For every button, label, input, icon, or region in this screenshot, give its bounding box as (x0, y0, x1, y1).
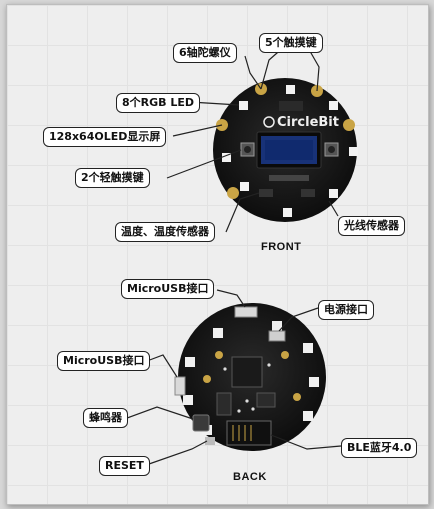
label-reset: RESET (99, 456, 150, 476)
main-chip (231, 356, 263, 388)
back-leader-lines (126, 289, 342, 465)
label-usb-top: MicroUSB接口 (121, 279, 215, 299)
label-oled: 128x64OLED显示屏 (43, 127, 167, 147)
front-board: CircleBit (213, 78, 358, 222)
micro-usb-top (234, 306, 258, 318)
label-temp-sensor: 温度、温度传感器 (115, 222, 215, 242)
ble-module (226, 420, 272, 446)
back-board (174, 303, 326, 451)
label-buzzer: 蜂鸣器 (83, 408, 128, 428)
reset-button (205, 437, 215, 445)
edge-led (185, 357, 195, 367)
caption-back: BACK (233, 471, 267, 483)
label-touch5: 5个触摸键 (259, 33, 323, 53)
board-drawing: CircleBit (126, 45, 358, 465)
caption-front: FRONT (261, 241, 302, 253)
label-gyro: 6轴陀螺仪 (173, 43, 237, 63)
power-connector (268, 330, 286, 342)
label-ble: BLE蓝牙4.0 (341, 438, 418, 458)
product-diagram-card: CircleBit (6, 4, 429, 505)
touch-pad (227, 187, 239, 199)
rgb-led (222, 153, 231, 162)
board-logo-text: CircleBit (277, 115, 339, 130)
rgb-led (283, 208, 292, 217)
edge-led (303, 343, 313, 353)
buzzer (192, 414, 210, 432)
edge-led (309, 377, 319, 387)
rgb-led (239, 101, 248, 110)
rgb-led (240, 182, 249, 191)
edge-led (303, 411, 313, 421)
label-rgb-led: 8个RGB LED (116, 93, 201, 113)
edge-led (272, 321, 282, 331)
rgb-led (349, 147, 358, 156)
micro-usb-left (174, 376, 186, 396)
touch-pad (343, 119, 355, 131)
rgb-led (329, 189, 338, 198)
label-touch2: 2个轻触摸键 (75, 168, 150, 188)
label-light-sensor: 光线传感器 (338, 216, 405, 236)
label-power: 电源接口 (318, 300, 374, 320)
label-usb-left: MicroUSB接口 (57, 351, 151, 371)
rgb-led (286, 85, 295, 94)
edge-led (183, 395, 193, 405)
rgb-led (329, 101, 338, 110)
edge-led (213, 328, 223, 338)
